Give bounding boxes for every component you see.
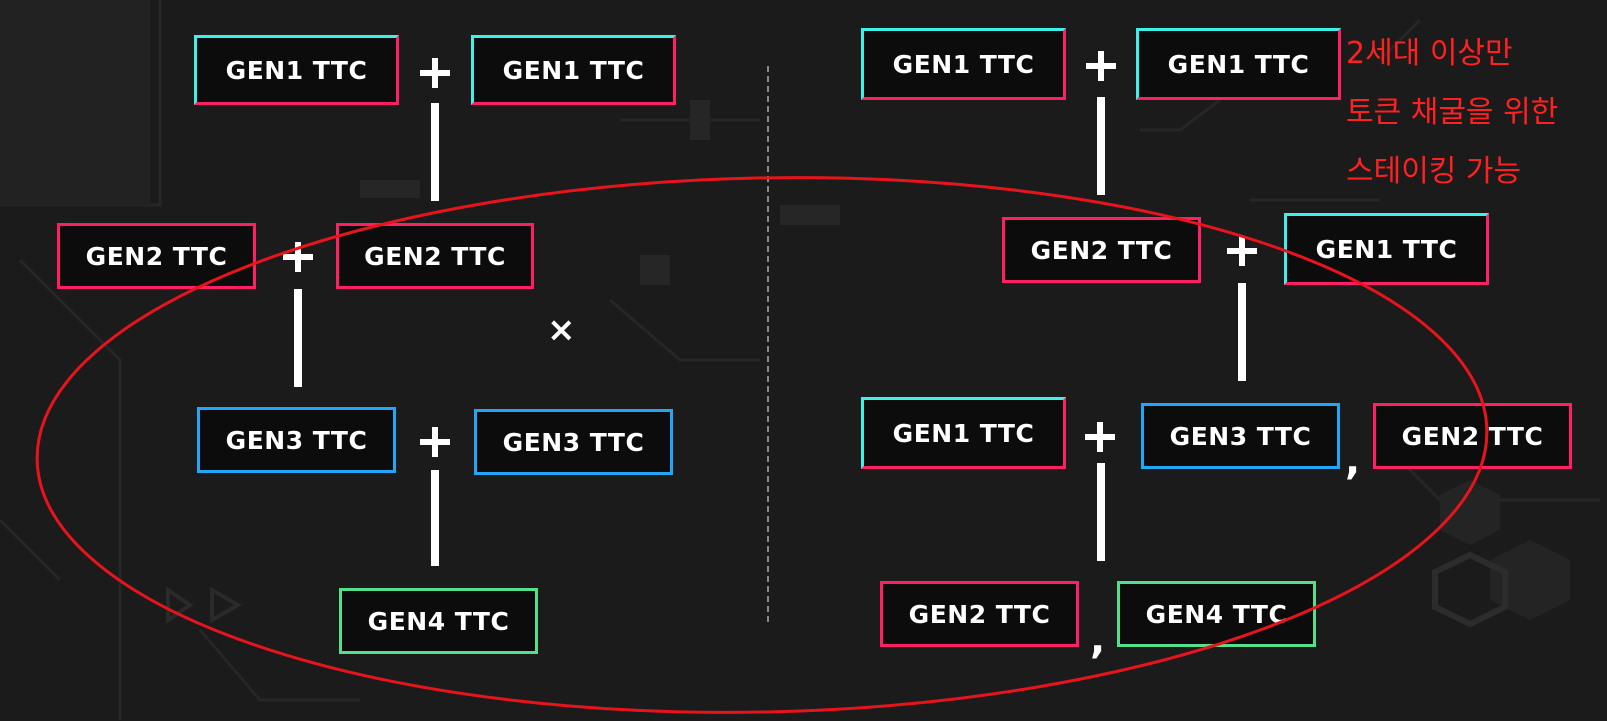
plus-icon — [1084, 49, 1118, 83]
gen1-ttc-box: GEN1 TTC — [1284, 213, 1489, 285]
gen2-ttc-box: GEN2 TTC — [1002, 217, 1201, 283]
plus-icon — [1225, 234, 1259, 268]
plus-icon — [418, 425, 452, 459]
annotation-line: 2세대 이상만 — [1346, 36, 1513, 71]
gen1-ttc-box: GEN1 TTC — [861, 397, 1066, 469]
connector-line — [1097, 97, 1105, 195]
plus-icon — [281, 240, 315, 274]
gen1-ttc-box: GEN1 TTC — [1136, 28, 1341, 100]
connector-line — [294, 289, 302, 387]
plus-icon — [1083, 420, 1117, 454]
separator-comma: , — [1090, 617, 1106, 663]
gen2-ttc-box: GEN2 TTC — [336, 223, 534, 289]
connector-line — [1097, 463, 1105, 561]
connector-line — [431, 470, 439, 566]
gen2-ttc-box: GEN2 TTC — [880, 581, 1079, 647]
connector-line — [1238, 283, 1246, 381]
gen4-ttc-box: GEN4 TTC — [339, 588, 538, 654]
dashed-divider — [767, 66, 769, 622]
gen2-ttc-box: GEN2 TTC — [57, 223, 256, 289]
annotation-note: 2세대 이상만 토큰 채굴을 위한 스테이킹 가능 — [1346, 24, 1558, 201]
gen1-ttc-box: GEN1 TTC — [471, 35, 676, 105]
gen3-ttc-box: GEN3 TTC — [1141, 403, 1340, 469]
separator-comma: , — [1345, 438, 1361, 484]
annotation-line: 토큰 채굴을 위한 — [1346, 95, 1559, 130]
gen1-ttc-box: GEN1 TTC — [194, 35, 399, 105]
gen3-ttc-box: GEN3 TTC — [197, 407, 396, 473]
cross-mark: × — [547, 310, 576, 350]
gen2-ttc-box: GEN2 TTC — [1373, 403, 1572, 469]
annotation-line: 스테이킹 가능 — [1346, 154, 1522, 189]
gen3-ttc-box: GEN3 TTC — [474, 409, 673, 475]
plus-icon — [418, 56, 452, 90]
gen1-ttc-box: GEN1 TTC — [861, 28, 1066, 100]
connector-line — [431, 103, 439, 201]
gen4-ttc-box: GEN4 TTC — [1117, 581, 1316, 647]
